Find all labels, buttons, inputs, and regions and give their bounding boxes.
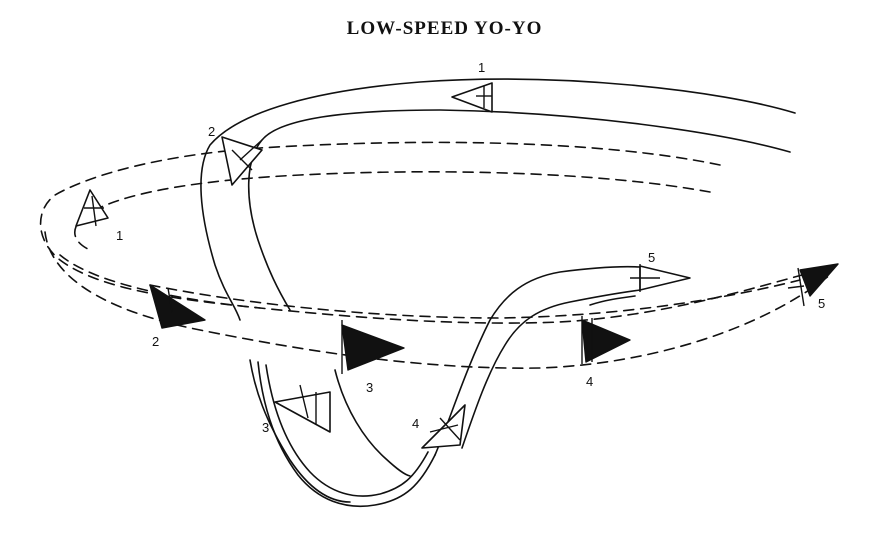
attacker-position-labels: 1 2 3 4 5 xyxy=(208,60,655,435)
defender-path-inner-top xyxy=(74,171,711,251)
defender-aircraft-2[interactable] xyxy=(149,284,206,329)
attacker-path-bottom-inner xyxy=(265,364,429,497)
defender-path-mid xyxy=(149,279,801,319)
attacker-path-climb-edge xyxy=(589,295,636,306)
defender-aircraft-4[interactable] xyxy=(581,316,631,364)
attacker-flight-path xyxy=(200,78,796,507)
attacker-label-4: 4 xyxy=(412,416,419,431)
attacker-path-upper-outer xyxy=(200,78,796,321)
attacker-path-mid-right xyxy=(334,369,411,477)
diagram-title: LOW-SPEED YO-YO xyxy=(346,18,543,39)
attacker-path-bottom-outer xyxy=(257,361,436,507)
attacker-aircraft-1 xyxy=(451,82,493,113)
defender-label-5: 5 xyxy=(818,296,825,311)
defender-position-labels: 1 2 3 4 5 xyxy=(116,228,825,395)
defender-label-2: 2 xyxy=(152,334,159,349)
defender-aircraft-1 xyxy=(75,189,109,227)
attacker-aircraft-4 xyxy=(421,404,466,449)
attacker-aircraft-5 xyxy=(630,264,691,292)
defender-aircraft-3[interactable] xyxy=(341,320,405,374)
attacker-label-3: 3 xyxy=(262,420,269,435)
attacker-label-5: 5 xyxy=(648,250,655,265)
defender-label-1: 1 xyxy=(116,228,123,243)
defender-path-outer-top xyxy=(39,141,721,309)
defender-aircraft-5[interactable] xyxy=(787,263,839,307)
defender-label-3: 3 xyxy=(366,380,373,395)
attacker-label-1: 1 xyxy=(478,60,485,75)
attacker-path-climb-right xyxy=(461,289,641,449)
attacker-path-upper-inner xyxy=(247,109,791,311)
attacker-path-climb-left xyxy=(434,265,641,456)
attacker-label-2: 2 xyxy=(208,124,215,139)
defender-path-inner-bottom xyxy=(59,254,821,324)
attacker-aircraft-2 xyxy=(221,136,263,186)
defender-path-outer-bottom xyxy=(44,231,831,369)
attacker-aircraft-3 xyxy=(274,384,331,433)
attacker-path-mid-left xyxy=(249,359,351,503)
defender-label-4: 4 xyxy=(586,374,593,389)
